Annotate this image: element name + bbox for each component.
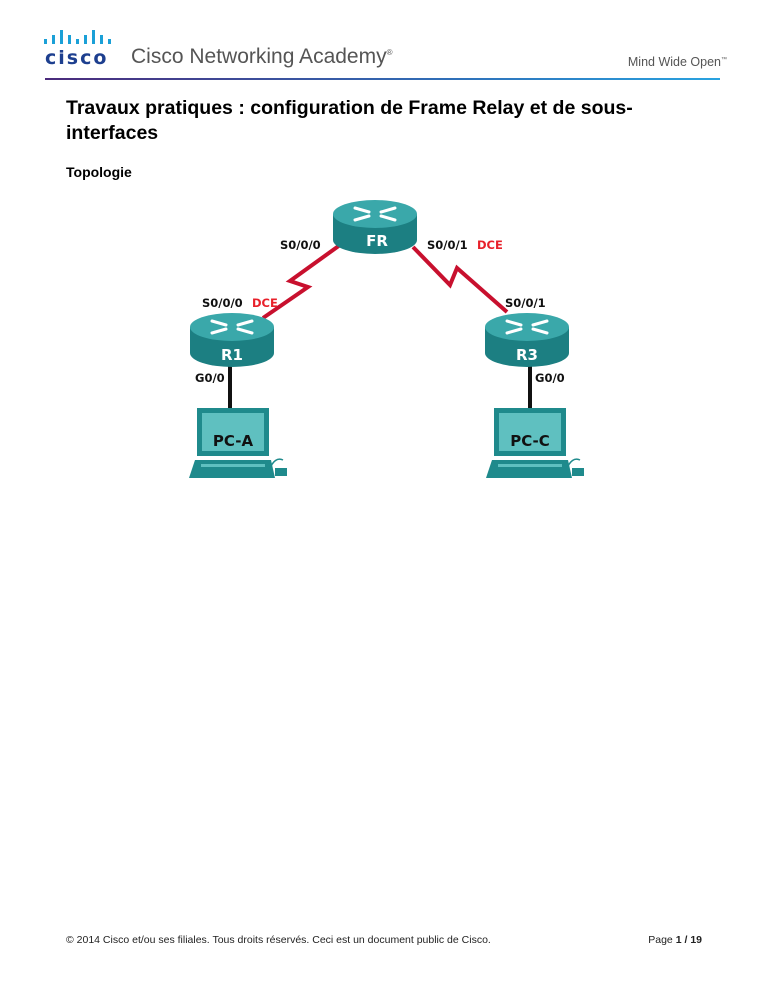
page-separator: / — [681, 934, 691, 946]
fr-s000-label: S0/0/0 — [280, 238, 321, 252]
section-heading: Topologie — [66, 164, 132, 180]
fr-dce-label: DCE — [477, 238, 503, 252]
page-label: Page — [648, 934, 676, 946]
fr-s001-label: S0/0/1 — [427, 238, 468, 252]
trademark: ™ — [721, 56, 727, 63]
router-fr-label: FR — [366, 232, 388, 250]
header-divider — [45, 78, 720, 80]
r3-s001-label: S0/0/1 — [505, 296, 546, 310]
tagline: Mind Wide Open™ — [628, 55, 727, 69]
academy-name: Cisco Networking Academy® — [131, 45, 393, 69]
cisco-logo: cisco — [45, 47, 109, 69]
pc-a-label: PC-A — [213, 432, 254, 450]
r3-g00-label: G0/0 — [535, 371, 565, 385]
r1-g00-label: G0/0 — [195, 371, 225, 385]
router-r1-label: R1 — [221, 346, 243, 364]
pc-c-label: PC-C — [510, 432, 550, 450]
router-r3-label: R3 — [516, 346, 538, 364]
page-total: 19 — [690, 934, 702, 946]
page-current: 1 — [675, 934, 682, 946]
r1-s000-label: S0/0/0 — [202, 296, 243, 310]
page-number: Page 1 / 19 — [648, 934, 702, 946]
r1-dce-label: DCE — [252, 296, 278, 310]
academy-text: Cisco Networking Academy — [131, 45, 387, 68]
serial-link-fr-r3 — [411, 245, 509, 314]
footer-copyright: © 2014 Cisco et/ou ses filiales. Tous dr… — [66, 934, 491, 946]
tagline-text: Mind Wide Open — [627, 55, 721, 69]
cisco-logo-bars-icon — [44, 30, 116, 51]
serial-link-r1-fr — [261, 243, 342, 320]
document-title: Travaux pratiques : configuration de Fra… — [66, 97, 633, 144]
registered-mark: ® — [386, 48, 393, 57]
